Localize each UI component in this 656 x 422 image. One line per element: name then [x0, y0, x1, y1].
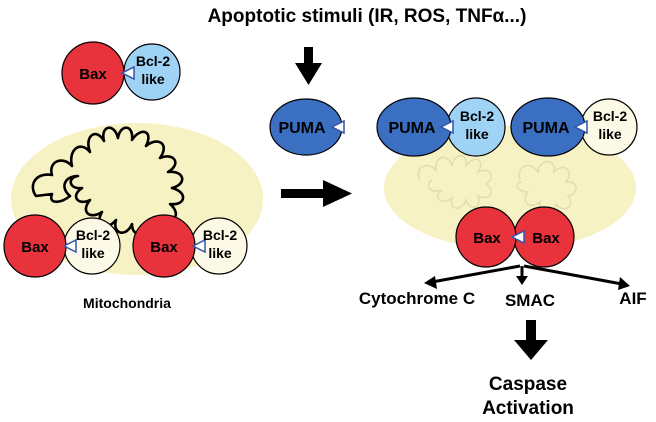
stimuli-arrow: [295, 47, 322, 85]
svg-text:PUMA: PUMA: [278, 120, 326, 137]
svg-text:Bax: Bax: [21, 239, 49, 256]
mitochondrion-right: [384, 126, 636, 250]
bax-bcl2-complex-mito-2: Bax Bcl-2 like: [132, 214, 248, 278]
binding-wedge: [330, 119, 345, 135]
aif-label: AIF: [619, 289, 646, 308]
puma-bcl2-complex-1: PUMA Bcl-2 like: [376, 97, 506, 157]
binding-wedge: [510, 229, 525, 245]
smac-label: SMAC: [505, 291, 555, 310]
puma-bcl2-complex-2: PUMA Bcl-2 like: [510, 97, 638, 157]
svg-text:Bcl-2: Bcl-2: [76, 227, 110, 243]
svg-text:like: like: [465, 126, 489, 142]
svg-text:like: like: [208, 245, 232, 261]
cristae-left: [31, 126, 185, 235]
binding-wedge: [191, 238, 206, 254]
svg-text:PUMA: PUMA: [522, 120, 570, 137]
transition-arrow: [281, 180, 352, 207]
puma-free: PUMA: [269, 98, 345, 156]
svg-text:Bcl-2: Bcl-2: [203, 227, 237, 243]
cristae-right: [417, 154, 492, 209]
svg-text:Bax: Bax: [473, 230, 501, 247]
svg-text:Bax: Bax: [532, 230, 560, 247]
title: Apoptotic stimuli (IR, ROS, TNFα...): [208, 6, 527, 27]
svg-text:like: like: [141, 71, 165, 87]
svg-text:like: like: [81, 245, 105, 261]
svg-text:Bcl-2: Bcl-2: [136, 53, 170, 69]
mitochondria-label: Mitochondria: [83, 295, 171, 311]
caspase-label-line1: Caspase: [489, 374, 567, 395]
binding-wedge: [120, 65, 135, 81]
svg-text:like: like: [598, 126, 622, 142]
svg-text:Bax: Bax: [79, 66, 107, 83]
binding-wedge: [573, 119, 588, 135]
binding-wedge: [62, 238, 77, 254]
cytochrome-c-label: Cytochrome C: [359, 289, 475, 308]
binding-wedge: [439, 119, 454, 135]
svg-text:PUMA: PUMA: [388, 120, 436, 137]
caspase-label-line2: Activation: [482, 398, 574, 419]
svg-text:Bcl-2: Bcl-2: [460, 108, 494, 124]
caspase-arrow: [514, 320, 548, 360]
bax-dimer: Bax Bax: [455, 206, 575, 268]
release-arrows: [424, 264, 630, 290]
svg-text:Bcl-2: Bcl-2: [593, 108, 627, 124]
bax-bcl2-complex-mito-1: Bax Bcl-2 like: [3, 214, 121, 278]
svg-text:Bax: Bax: [150, 239, 178, 256]
bax-bcl2-complex-free: Bax Bcl-2 like: [61, 41, 181, 105]
